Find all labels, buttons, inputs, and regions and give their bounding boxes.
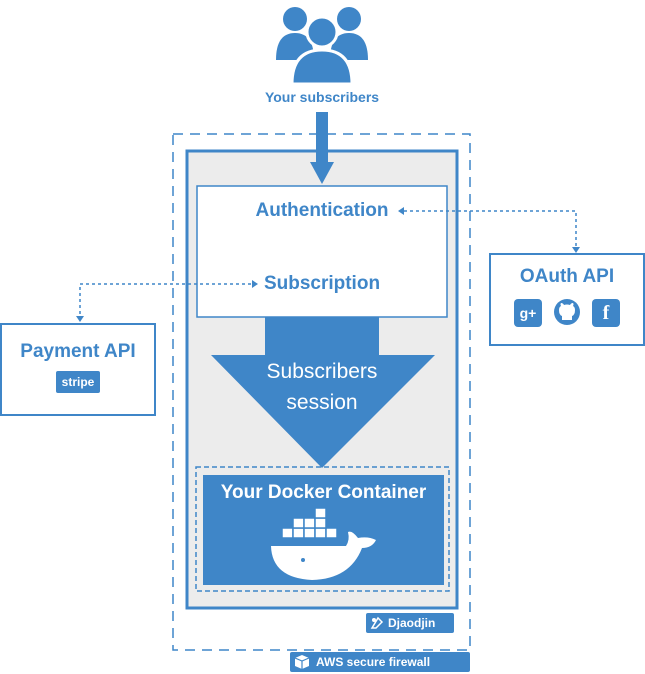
authentication-label: Authentication (255, 200, 389, 221)
aws-box-icon (294, 654, 310, 670)
subscribers-arrow-shaft (316, 112, 328, 164)
subscribers-label: Your subscribers (264, 89, 380, 105)
firewall-boundary (172, 133, 471, 651)
github-icon (553, 298, 581, 326)
stripe-logo-text: stripe (61, 375, 95, 389)
djaodjin-label: Djaodjin (388, 616, 436, 630)
payment-api-title: Payment API (20, 341, 136, 362)
payment-api-box (0, 323, 156, 416)
subscribers-arrow-head (310, 162, 334, 184)
session-label-line2: session (286, 391, 358, 414)
facebook-icon: f (592, 299, 620, 327)
session-label-line1: Subscribers (266, 360, 378, 383)
docker-whale-icon (271, 507, 376, 580)
djaodjin-logo-icon (370, 616, 384, 630)
payment-connector (79, 283, 252, 320)
google-plus-icon: g+ (514, 299, 542, 327)
stripe-logo: stripe (56, 371, 100, 393)
aws-firewall-badge: AWS secure firewall (290, 652, 470, 672)
djaodjin-badge: Djaodjin (366, 613, 454, 633)
oauth-api-title: OAuth API (519, 266, 615, 287)
session-arrow (211, 317, 435, 468)
aws-firewall-label: AWS secure firewall (316, 655, 431, 669)
container-title: Your Docker Container (220, 482, 427, 503)
users-group-icon (276, 7, 368, 86)
container-frame (195, 466, 450, 592)
subscription-label: Subscription (263, 273, 381, 294)
auth-box (196, 185, 448, 318)
